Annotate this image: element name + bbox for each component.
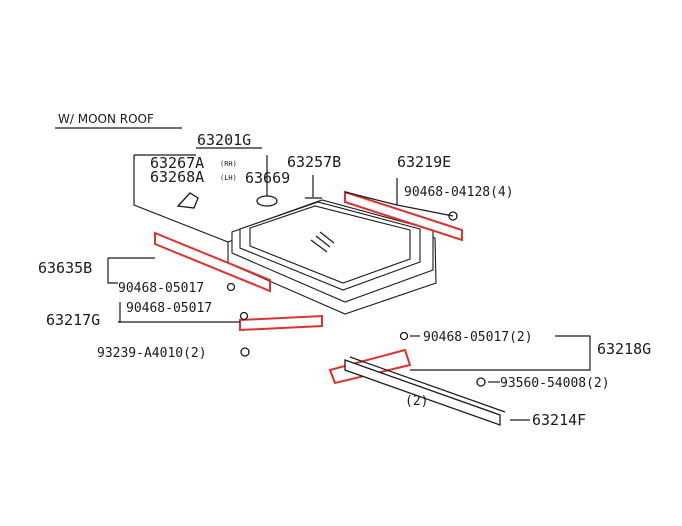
label-63218g: 63218G bbox=[597, 340, 651, 358]
bolt-icon-05017-b bbox=[239, 311, 249, 321]
rail-63214f-shape bbox=[344, 359, 501, 426]
label-63201g: 63201G bbox=[197, 131, 251, 149]
label-90468-05017-2: 90468-05017(2) bbox=[423, 330, 533, 345]
label-63267a: 63267A bbox=[150, 154, 204, 172]
label-90468-04128: 90468-04128(4) bbox=[404, 185, 514, 200]
moon-roof-glass-panel bbox=[227, 199, 437, 315]
label-93239-a4010: 93239-A4010(2) bbox=[97, 346, 207, 361]
label-63214f: 63214F bbox=[532, 411, 586, 429]
rail-63218g-highlight bbox=[328, 348, 412, 385]
screw-icon-54008 bbox=[476, 377, 486, 387]
rail-63635b-highlight bbox=[154, 231, 271, 293]
rail-63217g-highlight bbox=[239, 314, 323, 332]
bracket-63267a-shape bbox=[176, 192, 199, 209]
label-90468-05017-b: 90468-05017 bbox=[126, 301, 212, 316]
rail-63219e-highlight bbox=[344, 190, 463, 242]
label-63219e: 63219E bbox=[397, 153, 451, 171]
clip-63257b-shape bbox=[305, 185, 322, 199]
label-93560-54008: 93560-54008(2) bbox=[500, 376, 610, 391]
label-63268a: 63268A bbox=[150, 168, 204, 186]
grommet-63669-shape bbox=[256, 195, 278, 207]
diagram-title: W/ MOON ROOF bbox=[58, 112, 154, 126]
label-qty-2: (2) bbox=[405, 394, 428, 409]
label-90468-05017-a: 90468-05017 bbox=[118, 281, 204, 296]
bolt-icon-05017-2 bbox=[399, 331, 409, 341]
label-63635b: 63635B bbox=[38, 259, 92, 277]
label-63257b: 63257B bbox=[287, 153, 341, 171]
label-63267a-side: (RH) bbox=[220, 160, 237, 168]
screw-icon-a4010 bbox=[240, 347, 250, 357]
label-63669: 63669 bbox=[245, 169, 290, 187]
bolt-icon-05017-a bbox=[226, 282, 236, 292]
label-63268a-side: (LH) bbox=[220, 174, 237, 182]
label-63217g: 63217G bbox=[46, 311, 100, 329]
